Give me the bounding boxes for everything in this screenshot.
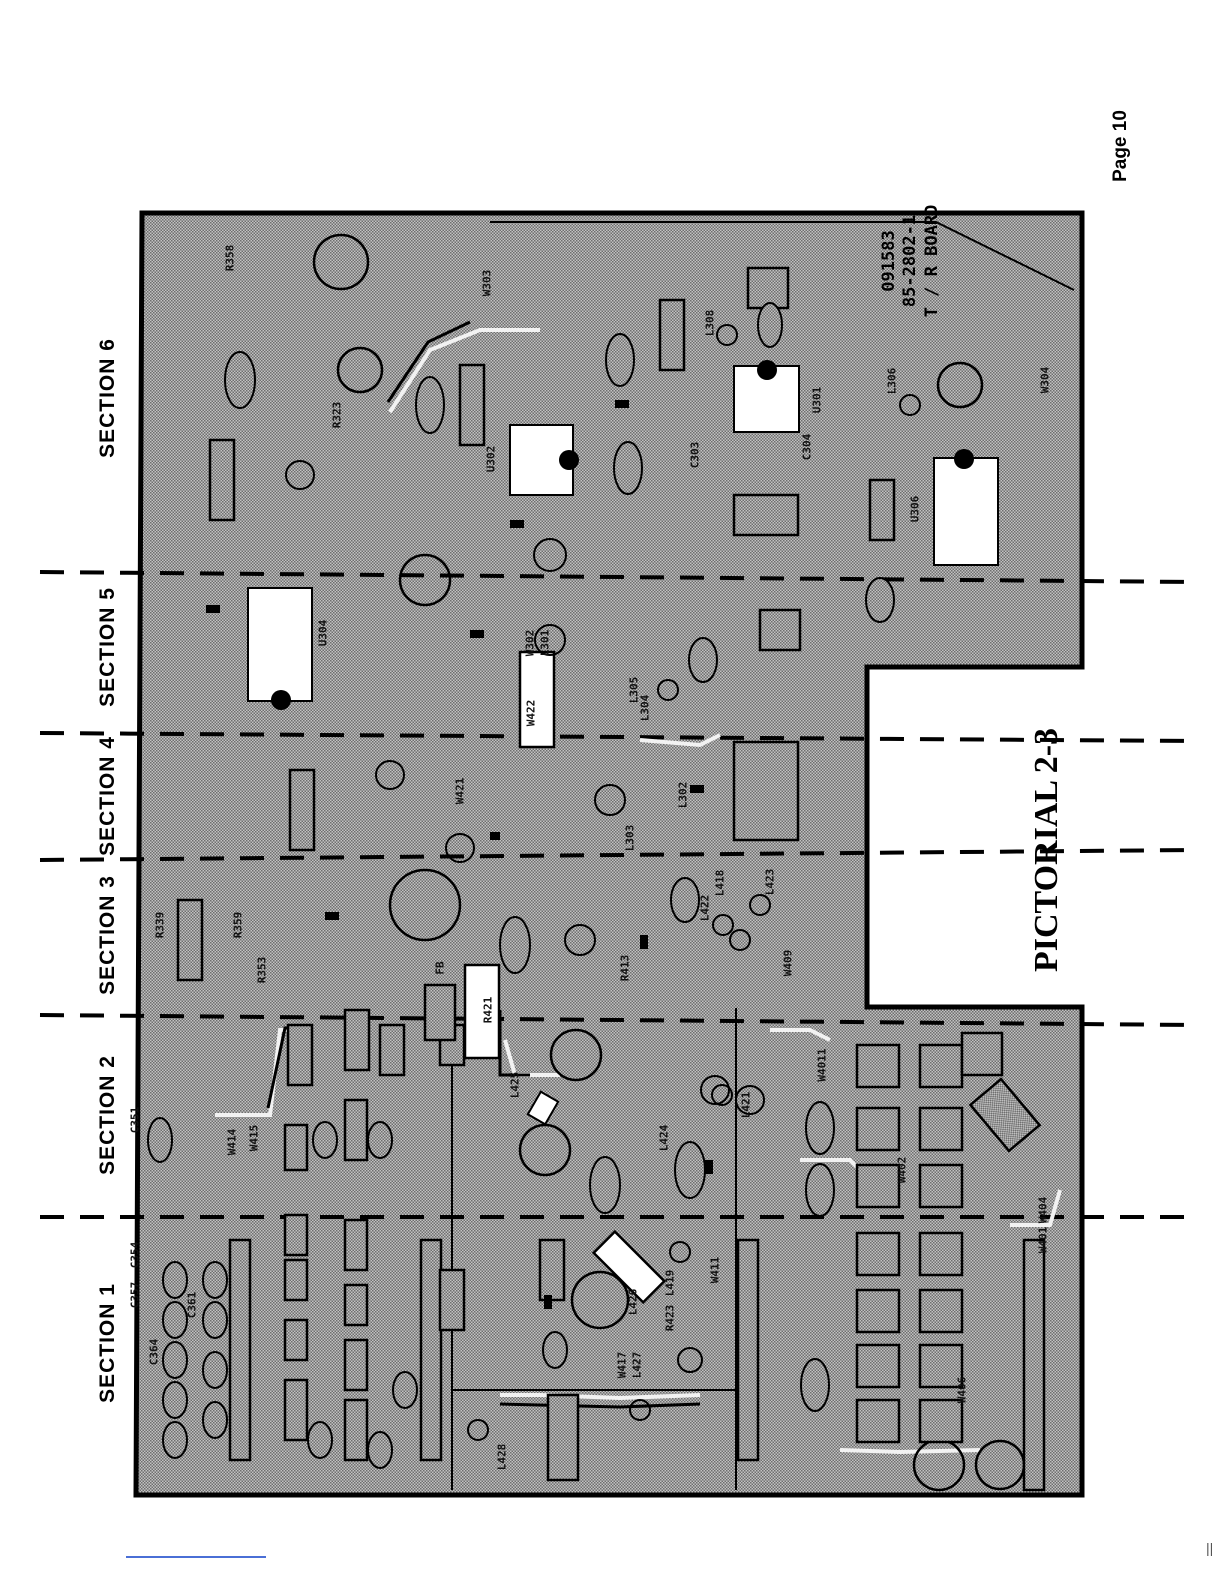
component-label: L302: [676, 781, 690, 809]
component-label: L303: [623, 824, 637, 852]
component-label: C361: [185, 1291, 199, 1319]
section-label-3: SECTION 3: [96, 875, 119, 995]
component-label: L418: [713, 869, 727, 897]
component-strips: [176, 298, 1046, 1492]
component-label: W411: [708, 1256, 722, 1284]
ic-label-u304: U304: [316, 619, 330, 647]
component-label: R359: [231, 911, 245, 939]
component-label: C357: [128, 1281, 142, 1309]
component-label: L301: [538, 629, 552, 657]
section-label-6: SECTION 6: [96, 338, 119, 458]
component-label: L425: [508, 1071, 522, 1099]
footer-rule: [126, 1556, 266, 1558]
component-label: W303: [480, 269, 494, 297]
page-number: Page 10: [1110, 110, 1131, 182]
section-label-1: SECTION 1: [96, 1283, 119, 1403]
component-label: C364: [147, 1338, 161, 1366]
small-oval-capacitors: [147, 302, 895, 1469]
ic-u301-pin1-dot: [757, 360, 777, 380]
component-label: W402: [895, 1156, 909, 1184]
component-label: W415: [247, 1124, 261, 1152]
component-label: R421: [481, 996, 495, 1024]
component-label: L426: [626, 1288, 640, 1316]
section-dividers: [39, 570, 1196, 1219]
inductor-cans: [732, 266, 1004, 1444]
fb-block: [423, 983, 457, 1042]
ic-u304-body: [247, 587, 313, 702]
figure-title: PICTORIAL 2-3: [1028, 727, 1065, 973]
component-label: R339: [153, 911, 167, 939]
component-label: W421: [453, 777, 467, 805]
component-label: C351: [128, 1106, 142, 1134]
component-label: L422: [698, 894, 712, 922]
component-label: L424: [657, 1124, 671, 1152]
ic-label-u302: U302: [484, 445, 498, 473]
diode-marks: [206, 400, 713, 1309]
component-label: W422: [524, 699, 538, 727]
corner-mark: ||: [1206, 1540, 1214, 1556]
component-label: L308: [703, 309, 717, 337]
component-label: W4011: [815, 1048, 829, 1082]
component-label: L428: [495, 1443, 509, 1471]
board-part-number: 85-2802-1: [900, 214, 920, 308]
section-label-2: SECTION 2: [96, 1055, 119, 1175]
large-can-right: [968, 1077, 1042, 1153]
component-label: C304: [800, 433, 814, 461]
component-label: W409: [781, 949, 795, 977]
component-label: R413: [618, 954, 632, 982]
component-label: C303: [688, 441, 702, 469]
resistor-r421-body: [463, 963, 501, 1060]
component-label: L306: [885, 367, 899, 395]
component-label: FB: [433, 961, 447, 975]
component-label: L419: [663, 1269, 677, 1297]
component-label: R323: [330, 401, 344, 429]
ic-u302-pin1-dot: [559, 450, 579, 470]
component-label: L423: [763, 868, 777, 896]
board-corner-cut: [490, 221, 1075, 291]
component-label: W404: [1036, 1196, 1050, 1224]
component-label: W414: [225, 1128, 239, 1156]
small-round-parts: [285, 324, 921, 1441]
ic-label-u306: U306: [908, 495, 922, 523]
section-label-5: SECTION 5: [96, 587, 119, 707]
board-id-number: 091583: [879, 230, 899, 292]
ic-label-u301: U301: [810, 386, 824, 414]
l426-body: [591, 1229, 667, 1305]
component-label: L305: [627, 676, 641, 704]
component-label: R353: [255, 956, 269, 984]
component-label: W304: [1038, 366, 1052, 394]
w302-l301-body: [518, 650, 556, 749]
ic-u306-pin1-dot: [954, 449, 974, 469]
ic-u306-body: [933, 457, 999, 566]
component-label: W406: [955, 1376, 969, 1404]
component-label: C354: [128, 1241, 142, 1269]
board-name: T / R BOARD: [922, 204, 942, 318]
component-label: W401: [1036, 1226, 1050, 1254]
component-label: L427: [630, 1351, 644, 1379]
component-label: W417: [615, 1351, 629, 1379]
component-label: R423: [663, 1304, 677, 1332]
component-label: R358: [223, 244, 237, 272]
component-label: W302: [523, 629, 537, 657]
component-label: L421: [739, 1091, 753, 1119]
l425-body: [526, 1090, 560, 1126]
ic-u304-pin1-dot: [271, 690, 291, 710]
section-label-4: SECTION 4: [96, 736, 119, 856]
